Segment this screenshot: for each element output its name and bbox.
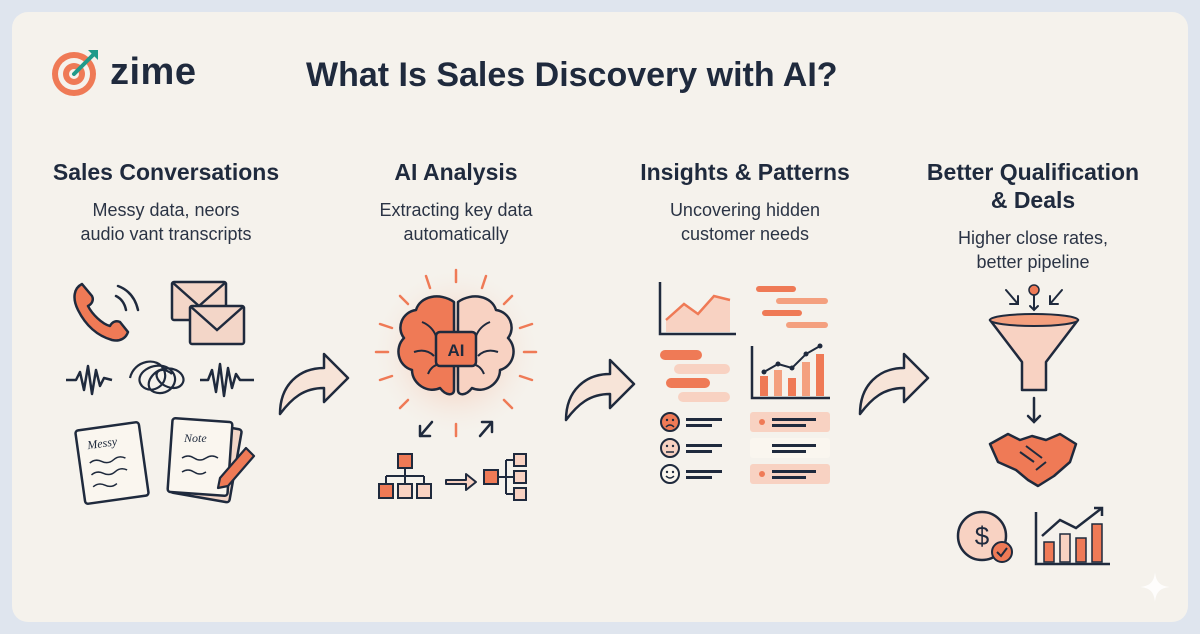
step-subtitle-line: Higher close rates, [957,228,1109,248]
phone-icon [73,282,140,342]
ai-analysis-illustration: AI [370,266,542,501]
step-subtitle-line: Uncovering hidden [669,200,821,220]
brand-logo: zime [48,44,196,100]
page-title: What Is Sales Discovery with AI? [306,56,838,94]
step-ai-analysis: AI Analysis Extracting key data automati… [336,158,576,246]
messy-document-icon: Messy [74,421,150,505]
step-title-line: & Deals [990,187,1076,213]
flow-arrow-3 [858,352,930,416]
target-logo-icon [52,50,98,96]
step-title: Better Qualification & Deals [908,158,1158,214]
step-subtitle-line: Extracting key data [379,200,533,220]
step-subtitle: Higher close rates, better pipeline [908,226,1158,274]
step-subtitle-line: customer needs [680,224,810,244]
audio-wave-icon [66,360,254,398]
qualification-illustration: $ [956,284,1110,566]
svg-text:$: $ [975,521,990,551]
down-arrow-icon [1026,396,1042,424]
flow-arrow-2 [564,358,636,422]
highlighted-list-icon [750,412,830,484]
brand-name: zime [110,50,197,93]
sparkle-icon [1140,572,1170,602]
step-title: Insights & Patterns [640,159,850,185]
rays [374,268,538,438]
brain-icon: AI [397,295,515,396]
tree-structure-icon [483,453,527,501]
line-chart-icon [658,282,736,336]
step-subtitle-line: Messy data, neors [92,200,240,220]
funnel-icon [988,284,1080,392]
step-insights-patterns: Insights & Patterns Uncovering hidden cu… [620,158,870,246]
step-title: AI Analysis [394,159,518,185]
messy-note-text: Messy [85,434,118,452]
step-subtitle: Messy data, neors audio vant transcripts [36,198,296,246]
step-better-qualification: Better Qualification & Deals Higher clos… [908,158,1158,274]
horizontal-bars-icon [660,350,730,402]
step-subtitle-line: automatically [403,224,509,244]
gantt-bars-icon [756,286,828,328]
bar-line-chart-icon [750,343,830,400]
step-subtitle: Extracting key data automatically [336,198,576,246]
pencil-icon [216,446,256,490]
small-arrow-icon [445,473,477,491]
step-title: Sales Conversations [52,159,280,185]
ai-chip-label: AI [448,341,465,360]
flow-arrow-1 [278,352,350,416]
handshake-icon [988,432,1078,488]
conversations-illustration: Messy Note [66,280,256,505]
note-document-icon: Note [166,416,256,504]
step-subtitle: Uncovering hidden customer needs [620,198,870,246]
dollar-check-icon: $ [956,510,1013,563]
sentiment-list-icon [660,412,722,484]
org-chart-icon [378,453,432,499]
step-title-line: Better Qualification [926,159,1140,185]
step-subtitle-line: better pipeline [976,252,1090,272]
step-sales-conversations: Sales Conversations Messy data, neors au… [36,158,296,246]
step-subtitle-line: audio vant transcripts [80,224,252,244]
process-arrows [418,420,494,438]
envelope-icon [170,280,246,346]
growth-chart-icon [1034,506,1110,566]
note-text: Note [183,431,207,445]
insights-illustration [658,282,830,484]
